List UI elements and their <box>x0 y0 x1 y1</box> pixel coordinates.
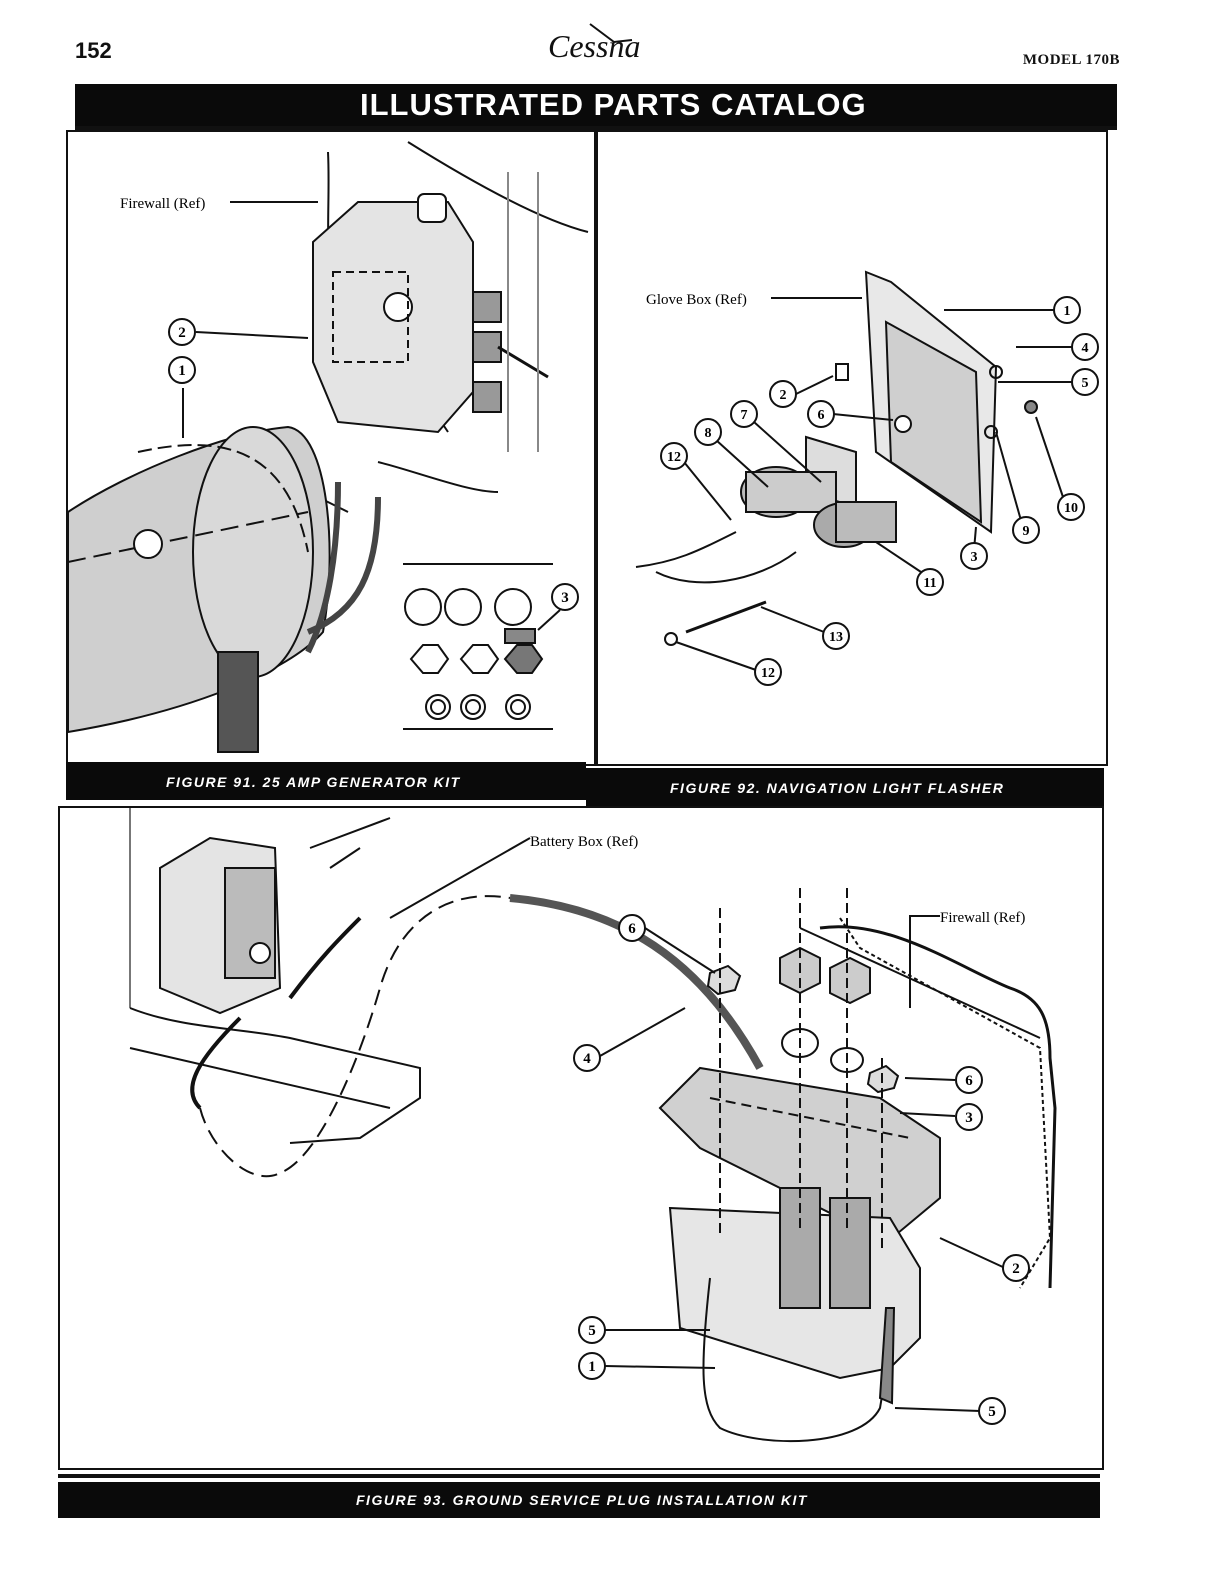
fig92-callout-7: 7 <box>741 408 748 423</box>
firewall-ref-label-93: Firewall (Ref) <box>940 910 1025 926</box>
figure-92-frame <box>594 130 1108 766</box>
banner-rule <box>75 126 1117 130</box>
fig93-callout-4: 4 <box>583 1051 591 1067</box>
fig93-callout-1: 1 <box>588 1359 596 1375</box>
fig92-callout-6: 6 <box>818 408 825 423</box>
figure-93-illustration: Battery Box (Ref) Firewall (Ref) 6 4 6 3… <box>129 808 1057 1443</box>
figure-93-caption: FIGURE 93. GROUND SERVICE PLUG INSTALLAT… <box>356 1492 808 1508</box>
figure-91-caption-bar: FIGURE 91. 25 AMP GENERATOR KIT <box>66 762 586 800</box>
fig93-callout-6: 6 <box>628 921 636 937</box>
brand-swoosh-icon <box>589 23 633 44</box>
fig92-callout-10: 10 <box>1064 501 1078 516</box>
fig92-callout-12b: 12 <box>761 666 775 681</box>
fig92-callout-1: 1 <box>1064 304 1071 319</box>
fig92-callout-4: 4 <box>1082 341 1089 356</box>
model-label: MODEL 170B <box>1022 52 1120 68</box>
fig91-callout-2: 2 <box>178 325 186 341</box>
fig92-callout-9: 9 <box>1023 524 1030 539</box>
figure-92-illustration: Glove Box (Ref) 1 4 5 2 6 7 8 12 10 9 3 … <box>635 270 1099 686</box>
fig92-callout-3: 3 <box>971 550 978 565</box>
figure-93-caption-bar: FIGURE 93. GROUND SERVICE PLUG INSTALLAT… <box>58 1482 1100 1518</box>
fig93-callout-3: 3 <box>965 1110 973 1126</box>
fig93-callout-6b: 6 <box>965 1073 973 1089</box>
figure-92-caption: FIGURE 92. NAVIGATION LIGHT FLASHER <box>670 780 1005 796</box>
glove-box-ref-label: Glove Box (Ref) <box>646 292 747 308</box>
fig91-callout-1: 1 <box>178 363 186 379</box>
figure-92-caption-bar: FIGURE 92. NAVIGATION LIGHT FLASHER <box>586 768 1104 806</box>
fig93-callout-5b: 5 <box>988 1404 996 1420</box>
fig93-callout-5: 5 <box>588 1323 596 1339</box>
footer-rule <box>58 1474 1100 1478</box>
fig92-callout-11: 11 <box>923 576 936 591</box>
figure-91-illustration: Firewall (Ref) 2 1 3 <box>68 141 589 753</box>
fig93-callout-2: 2 <box>1012 1261 1020 1277</box>
catalog-banner: ILLUSTRATED PARTS CATALOG <box>75 84 1117 126</box>
figure-93-frame <box>58 806 1104 1470</box>
fig91-callout-3: 3 <box>561 590 569 606</box>
fig92-callout-5: 5 <box>1082 376 1089 391</box>
page-number: 152 <box>75 38 112 63</box>
brand-logo: Cessna <box>548 28 641 64</box>
banner-title: ILLUSTRATED PARTS CATALOG <box>360 87 867 122</box>
firewall-ref-label: Firewall (Ref) <box>120 196 205 212</box>
fig92-callout-8: 8 <box>705 426 712 441</box>
fig92-callout-13: 13 <box>829 630 843 645</box>
fig92-callout-12: 12 <box>667 450 681 465</box>
battery-box-ref-label: Battery Box (Ref) <box>530 834 638 850</box>
figure-91-caption: FIGURE 91. 25 AMP GENERATOR KIT <box>166 774 461 790</box>
fig92-callout-2: 2 <box>780 388 787 403</box>
